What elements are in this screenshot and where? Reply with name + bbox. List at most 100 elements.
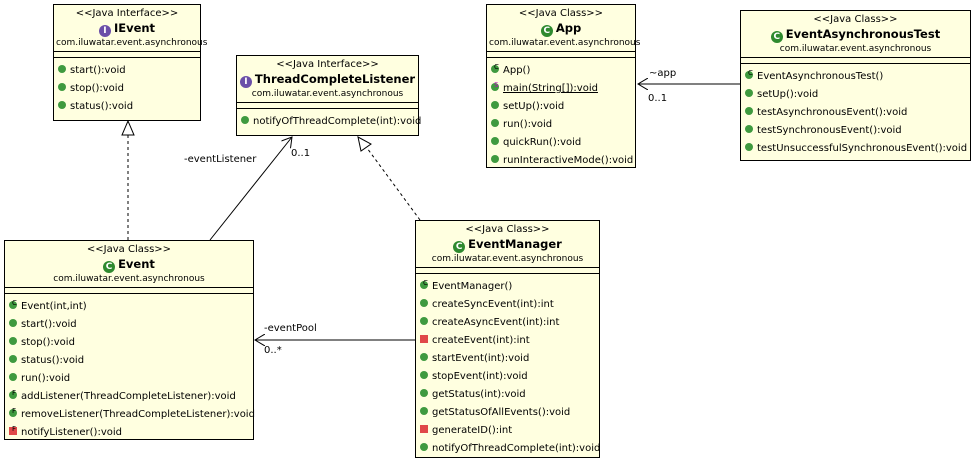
method-row: run():void	[487, 116, 635, 134]
public-method-icon	[9, 373, 17, 381]
method-row: status():void	[5, 352, 253, 370]
public-method-icon	[58, 83, 66, 91]
public-method-icon	[9, 319, 17, 327]
app-stereotype: <<Java Class>>	[518, 8, 604, 19]
interface-icon: I	[98, 25, 111, 37]
event-name: Event	[118, 257, 155, 271]
method-row: createAsyncEvent(int):int	[416, 314, 599, 332]
event-pool-multiplicity-label: 0..*	[264, 345, 282, 356]
public-method-icon	[491, 101, 499, 109]
final-marker: F	[12, 389, 17, 397]
em-stereotype: <<Java Class>>	[465, 224, 550, 235]
final-marker: F	[12, 407, 17, 415]
public-method-icon	[745, 143, 753, 151]
method-row: getStatus(int):void	[416, 386, 599, 404]
public-method-icon	[420, 443, 428, 451]
public-method-icon	[420, 299, 428, 307]
final-marker: F	[12, 425, 17, 433]
method-row: runInteractiveMode():void	[487, 152, 635, 170]
app-fields	[487, 52, 635, 58]
em-name: EventManager	[468, 237, 562, 251]
app-multiplicity-label: 0..1	[648, 93, 668, 104]
em-fields	[416, 268, 599, 274]
interface-icon: I	[239, 76, 252, 88]
public-method-icon	[58, 101, 66, 109]
method-row: createEvent(int):int	[416, 332, 599, 350]
public-method-icon: C	[420, 279, 428, 289]
public-method-icon	[491, 137, 499, 145]
eat-fields	[741, 58, 970, 64]
ievent-fields	[54, 52, 200, 58]
method-row: testAsynchronousEvent():void	[741, 104, 970, 122]
tcl-realization-triangle	[357, 136, 372, 152]
public-method-icon	[420, 371, 428, 379]
public-method-icon	[58, 65, 66, 73]
method-row: status():void	[54, 98, 200, 116]
app-name: App	[555, 21, 582, 35]
eat-stereotype: <<Java Class>>	[813, 14, 898, 25]
method-row: run():void	[5, 370, 253, 388]
public-method-icon	[491, 155, 499, 163]
public-method-icon	[420, 353, 428, 361]
public-method-icon	[491, 119, 499, 127]
public-method-icon: C	[745, 69, 753, 79]
method-row: stopEvent(int):void	[416, 368, 599, 386]
constructor-marker: C	[748, 69, 753, 77]
em-implements-tcl-line	[366, 147, 421, 221]
method-row: getStatusOfAllEvents():void	[416, 404, 599, 422]
static-marker: S	[494, 81, 499, 89]
class-icon: C	[540, 25, 553, 37]
class-icon: C	[453, 241, 466, 253]
method-row: createSyncEvent(int):int	[416, 296, 599, 314]
constructor-marker: C	[423, 279, 428, 287]
app-package: com.iluwatar.event.asynchronous	[489, 38, 641, 48]
method-row: start():void	[54, 62, 200, 80]
public-method-icon: S	[491, 81, 499, 91]
method-row: generateID():int	[416, 422, 599, 440]
public-method-icon	[420, 389, 428, 397]
class-icon: C	[770, 31, 783, 43]
constructor-marker: C	[12, 299, 17, 307]
event-listener-multiplicity-label: 0..1	[291, 148, 311, 159]
private-method-icon	[420, 335, 428, 343]
public-method-icon	[420, 407, 428, 415]
eat-name: EventAsynchronousTest	[785, 27, 941, 41]
method-row: stop():void	[5, 334, 253, 352]
event-listener-association	[209, 137, 292, 241]
tcl-stereotype: <<Java Interface>>	[276, 59, 379, 70]
constructor-marker: C	[494, 63, 499, 71]
ievent-name: IEvent	[113, 21, 156, 35]
public-method-icon	[745, 107, 753, 115]
tcl-package: com.iluwatar.event.asynchronous	[251, 89, 404, 99]
method-row: quickRun():void	[487, 134, 635, 152]
event-package: com.iluwatar.event.asynchronous	[53, 274, 205, 284]
tcl-methods: notifyOfThreadComplete(int):void	[237, 109, 421, 133]
event-listener-role-label: -eventListener	[184, 154, 257, 165]
public-method-icon	[9, 337, 17, 345]
public-method-icon	[745, 125, 753, 133]
method-row: stop():void	[54, 80, 200, 98]
method-row: startEvent(int):void	[416, 350, 599, 368]
public-method-icon: F	[9, 407, 17, 417]
ievent-realization-triangle	[121, 119, 135, 136]
method-row: start():void	[5, 316, 253, 334]
public-method-icon: F	[9, 389, 17, 399]
eat-package: com.iluwatar.event.asynchronous	[779, 44, 932, 54]
